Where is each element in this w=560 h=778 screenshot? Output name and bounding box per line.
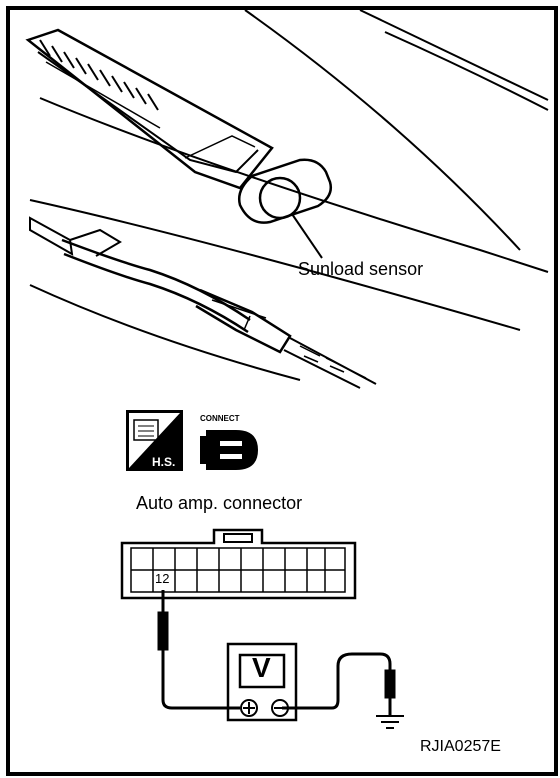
voltmeter-circuit <box>157 590 396 722</box>
terminal-number: 12 <box>155 571 170 586</box>
ground-icon <box>376 715 404 729</box>
voltmeter-symbol: V <box>252 652 271 683</box>
connector-cavities <box>130 547 346 593</box>
voltmeter-display <box>238 653 286 689</box>
dashboard-illustration <box>25 9 549 389</box>
auto-amp-connector <box>120 528 357 600</box>
plus-terminal-icon <box>240 699 258 717</box>
connect-badge-label: CONNECT <box>200 414 240 423</box>
figure-frame <box>6 6 558 776</box>
connect-badge-icon: CONNECT <box>200 414 258 470</box>
voltmeter-body <box>226 642 298 722</box>
hs-badge-icon: H.S. <box>126 410 183 471</box>
hs-badge-label: H.S. <box>152 455 175 469</box>
sunload-sensor-label: Sunload sensor <box>298 259 424 279</box>
minus-terminal-icon <box>271 699 289 717</box>
connector-title: Auto amp. connector <box>136 493 303 513</box>
figure-code: RJIA0257E <box>420 738 501 755</box>
